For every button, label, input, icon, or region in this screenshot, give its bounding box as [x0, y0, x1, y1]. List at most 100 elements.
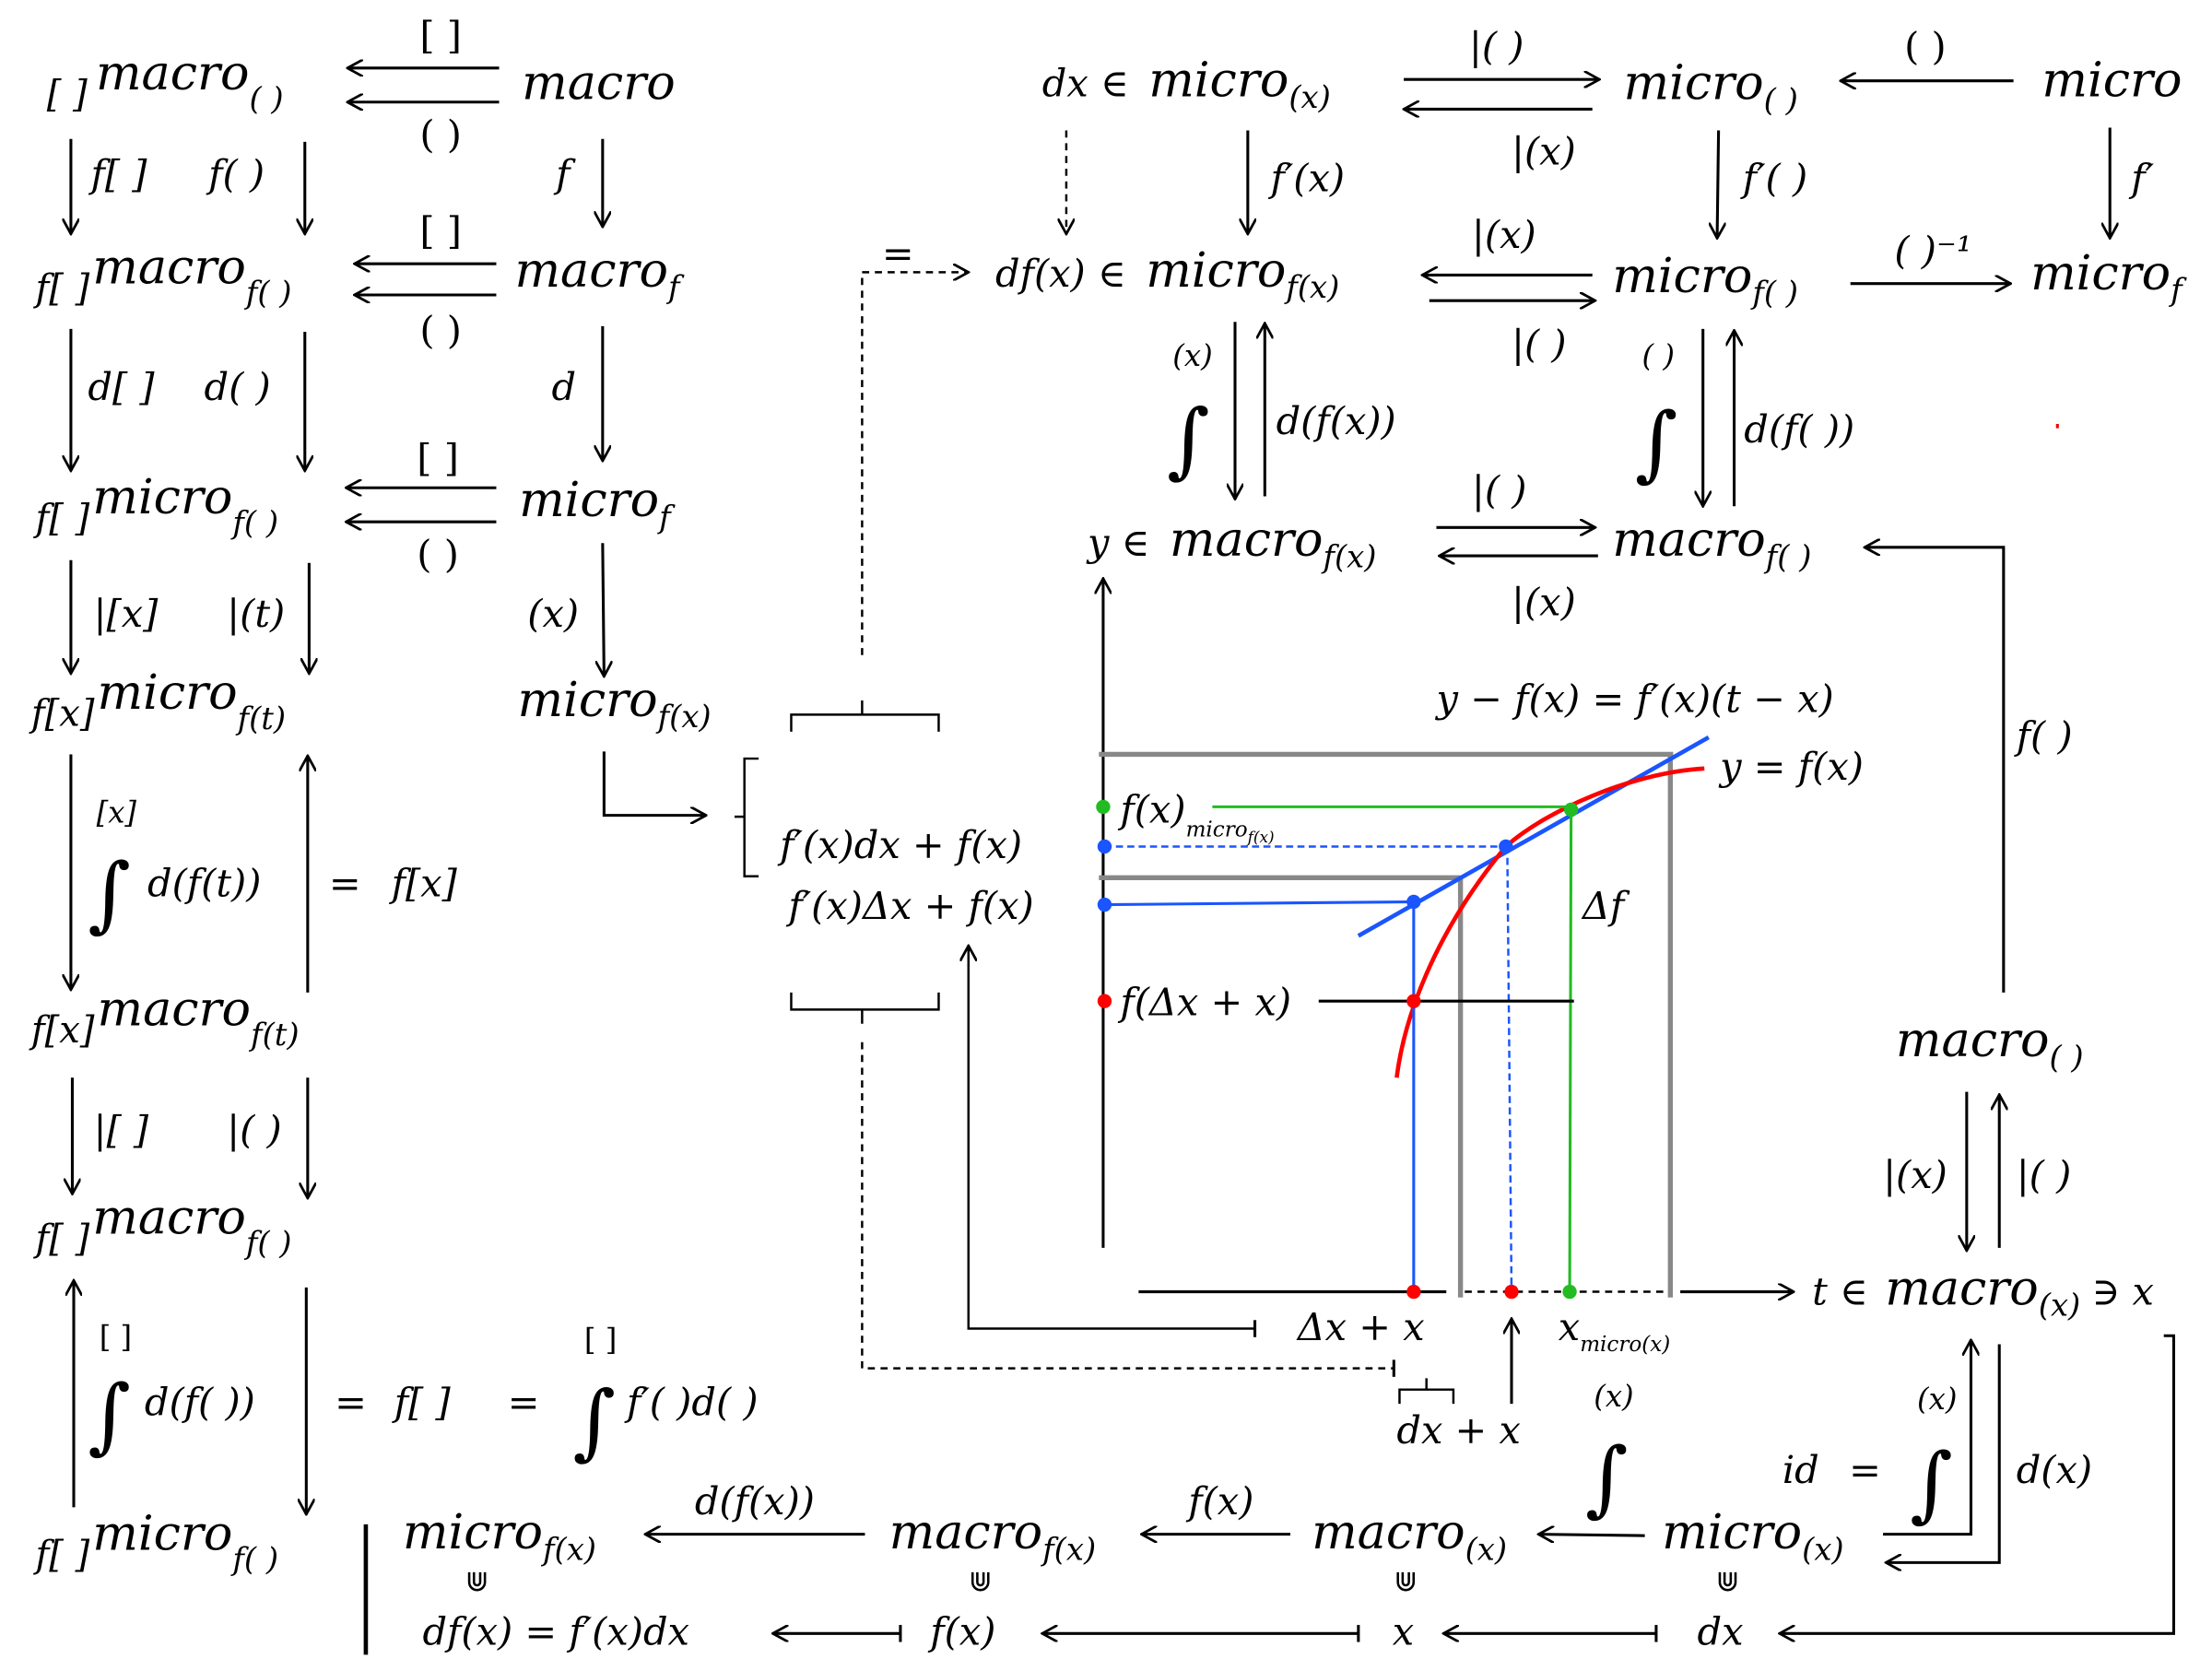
label-delta-f: Δf — [1581, 883, 1630, 928]
equals: = — [882, 230, 914, 276]
label-eval-x: (x) — [527, 591, 579, 636]
label-f-paren: f( ) — [206, 151, 265, 196]
label-restrict-paren: |( ) — [227, 1107, 282, 1152]
point-tangency — [1563, 802, 1579, 818]
node-L1: [ ]macro( ) — [47, 45, 284, 117]
equals: = — [335, 1379, 367, 1424]
node-M3: microf — [2030, 245, 2187, 308]
node-R1: macro — [522, 55, 676, 112]
label-approx-dx: f′(x)dx + f(x) — [777, 822, 1022, 867]
node-R4: microf(x) — [518, 672, 712, 735]
label-f-x: f(x) — [1185, 1478, 1253, 1524]
node-B4: micro(x) — [1662, 1504, 1844, 1567]
element-of-icon: ⋓ — [1716, 1565, 1740, 1598]
label-d-f-x: d(f(x)) — [1277, 398, 1396, 443]
left-column-arrows — [71, 68, 706, 1655]
point-approx-dx-axis — [1097, 839, 1112, 854]
label-d-x: d(x) — [2017, 1447, 2092, 1492]
node-T1: dx ∈micro(x) — [1042, 53, 1331, 115]
label-restrict-x: |(x) — [1883, 1152, 1947, 1197]
integral-sign: ∫ — [1635, 395, 1677, 491]
label-dx-x: dx + x — [1396, 1407, 1521, 1453]
integral-result: f[x] — [389, 860, 458, 905]
integral-limit: [ ] — [100, 1320, 132, 1355]
integral-sign: ∫ — [88, 1368, 130, 1464]
label-restrict-paren: |( ) — [2017, 1152, 2072, 1197]
node-B2: macrof(x) — [889, 1504, 1097, 1567]
point-f-Dx-axis — [1097, 994, 1112, 1008]
integrand: d(f( )) — [145, 1379, 255, 1424]
label-restrict-x: |(x) — [1512, 580, 1576, 625]
equals: = — [1849, 1447, 1881, 1492]
label-approx-Dx: f′(x)Δx + f(x) — [785, 883, 1033, 928]
equals: = — [508, 1379, 540, 1424]
tangent-equation: y − f(x) = f′(x)(t − x) — [1434, 676, 1833, 721]
label-id: id — [1783, 1447, 1819, 1492]
node-RC: macro( ) — [1896, 1012, 2084, 1075]
label-x-micro: xmicro(x) — [1559, 1304, 1670, 1357]
tangent-graph — [734, 579, 1794, 1405]
node-L7: f[ ]microf( ) — [32, 1506, 278, 1578]
red-mark — [2055, 424, 2059, 429]
point-approx-dx — [1499, 839, 1513, 854]
point-x-micro — [1562, 1284, 1577, 1300]
element-B4: dx — [1698, 1609, 1744, 1654]
label-d: d — [551, 364, 576, 409]
integral-identity-general: [ ] ∫ d(f( )) = f[ ] = [ ] ∫ f′( )d( ) — [88, 1320, 758, 1470]
node-M1: df(x) ∈microf(x) — [995, 242, 1339, 305]
label-restrict-bracket: |[ ] — [94, 1107, 149, 1152]
node-R2: macrof — [514, 242, 685, 305]
point-fx-axis — [1096, 799, 1111, 815]
integral-limit: [x] — [97, 794, 137, 830]
integrand: d(f(t)) — [147, 860, 261, 905]
node-B1: microf(x) — [403, 1504, 596, 1567]
node-L6: f[ ]macrof( ) — [32, 1189, 291, 1261]
point-approx-Dx-axis — [1097, 897, 1112, 912]
element-of-icon: ⋓ — [969, 1565, 993, 1598]
node-T2: micro( ) — [1624, 55, 1798, 118]
label-fx-micro: f(x)microf(x) — [1117, 786, 1274, 846]
element-B1: df(x) = f′(x)dx — [422, 1609, 689, 1654]
point-Dx-x — [1406, 1284, 1421, 1300]
point-approx-Dx — [1406, 894, 1421, 910]
label-restrict-x: |(x) — [1512, 128, 1576, 173]
node-Y2: macrof( ) — [1612, 512, 1811, 574]
label-restrict-x: |[x] — [94, 591, 159, 636]
label-paren: ( ) — [419, 307, 462, 352]
integral-sign: ∫ — [1910, 1436, 1952, 1532]
integral-sign: ∫ — [88, 846, 130, 942]
node-R3: microf — [519, 472, 676, 535]
label-Dx-x: Δx + x — [1296, 1304, 1425, 1349]
integral-limit: ( ) — [1642, 338, 1675, 373]
integral-limit: [ ] — [584, 1323, 617, 1358]
integral-limit: (x) — [1172, 338, 1212, 373]
bottom-arrows — [645, 1334, 2175, 1642]
node-L2: f[ ]macrof( ) — [32, 240, 291, 312]
integral-identity-x: [x] ∫ d(f(t)) = f[x] — [88, 794, 457, 942]
integrand: f′( )d( ) — [624, 1379, 759, 1424]
label-paren: ( ) — [1904, 24, 1947, 69]
label-d-bracket: d[ ] — [88, 364, 155, 409]
node-L4: f[x]microf(t) — [29, 665, 286, 736]
label-inverse: ( )⁻¹ — [1894, 228, 1971, 273]
element-of-icon: ⋓ — [1394, 1565, 1418, 1598]
element-B3: x — [1393, 1609, 1414, 1654]
integral-limit: (x) — [1917, 1382, 1957, 1417]
node-M2: microf( ) — [1612, 248, 1798, 311]
integral-sign: ∫ — [1585, 1430, 1628, 1526]
label-d-f-x: d(f(x)) — [695, 1478, 815, 1524]
integral-sign: ∫ — [1167, 393, 1209, 488]
node-TX: t ∈macro(x)∋ x — [1812, 1260, 2154, 1323]
equals: = — [329, 860, 361, 905]
label-restrict-paren: |( ) — [1512, 322, 1567, 367]
label-restrict-paren: |( ) — [1472, 467, 1527, 512]
label-restrict-paren: |( ) — [1469, 24, 1524, 69]
node-L5: f[x]macrof(t) — [29, 981, 300, 1053]
label-f-prime-x: f′(x) — [1267, 156, 1345, 201]
point-dx-x — [1504, 1284, 1519, 1300]
element-of-icon: ⋓ — [465, 1565, 489, 1598]
node-B3: macro(x) — [1312, 1504, 1507, 1567]
label-paren: ( ) — [417, 531, 459, 576]
label-restrict-x: |(x) — [1472, 212, 1536, 257]
